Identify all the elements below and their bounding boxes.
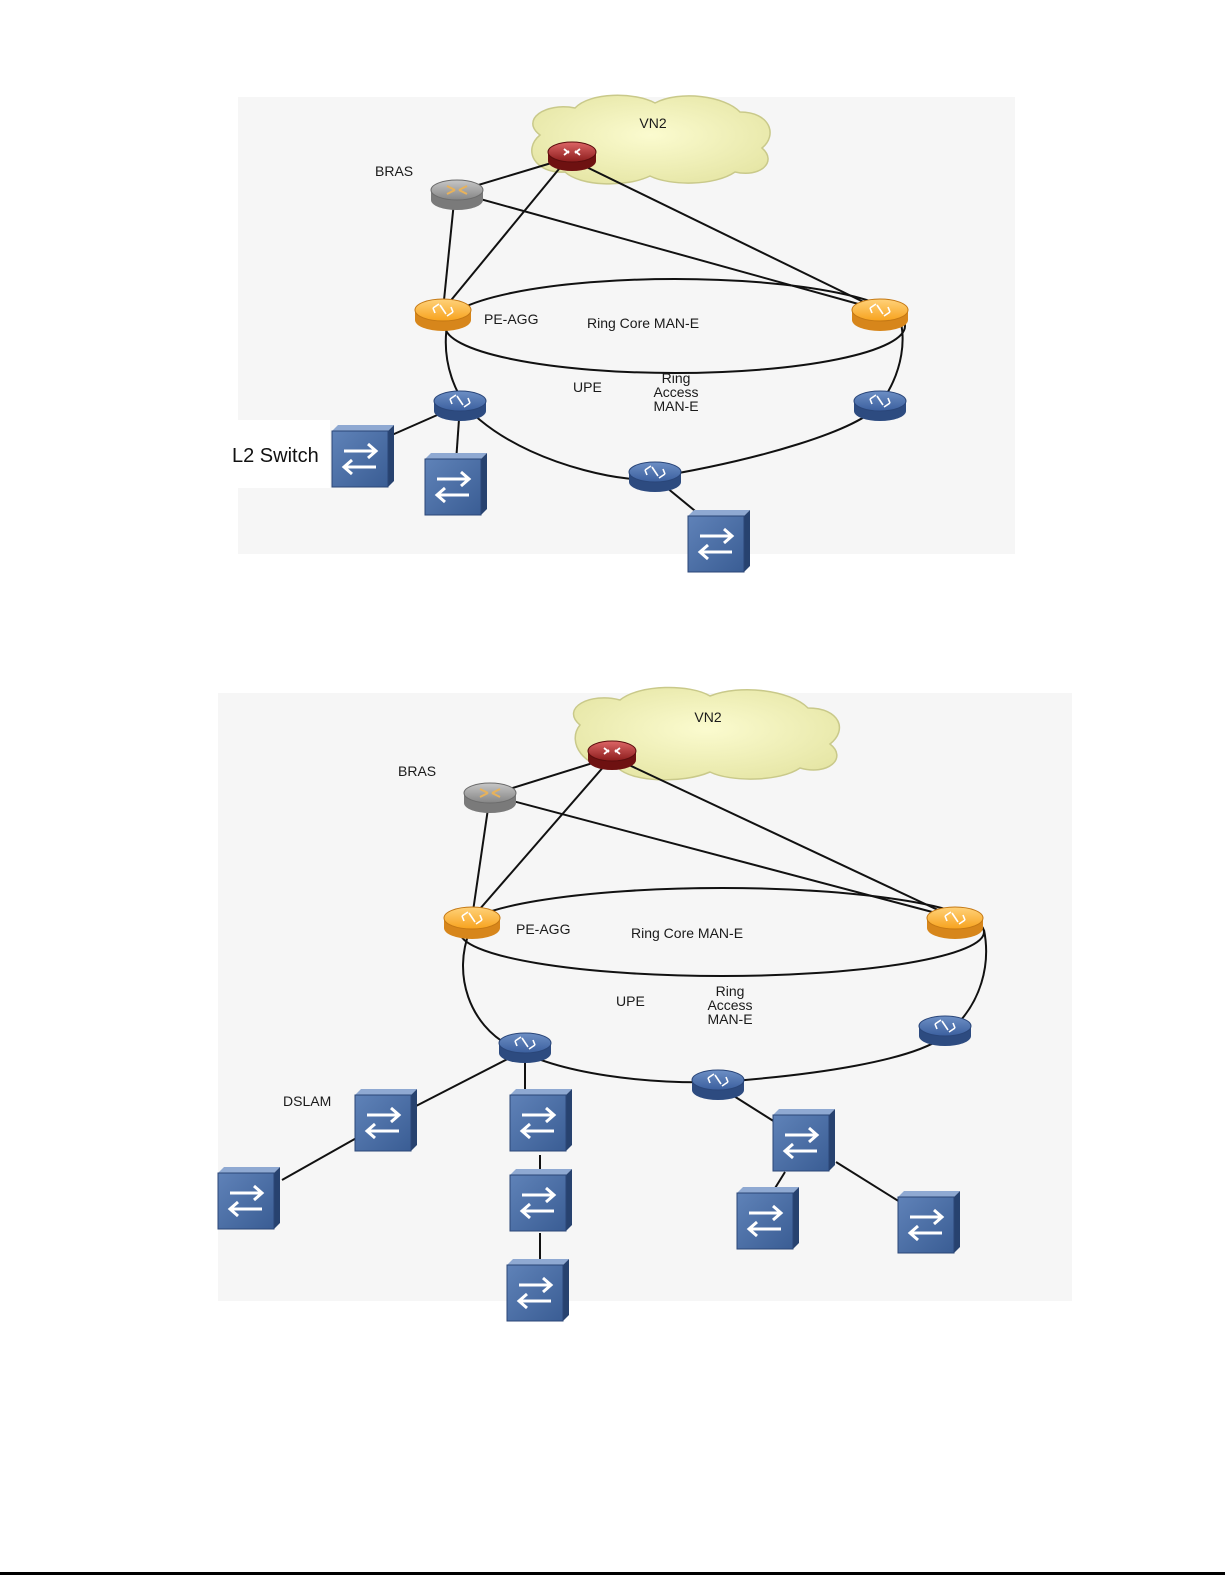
- cloud-label: VN2: [694, 709, 721, 725]
- dslam-label: DSLAM: [283, 1093, 331, 1109]
- upe-router-right-icon: [919, 1016, 971, 1046]
- upe-router-bottom-icon: [692, 1070, 744, 1100]
- switch-icon: [688, 510, 750, 572]
- ring-access-label-3: MAN-E: [707, 1011, 752, 1027]
- switch-icon: [218, 1167, 280, 1229]
- upe-router-right-icon: [854, 391, 906, 421]
- switch-icon: [773, 1109, 835, 1171]
- pe-agg-router-right-icon: [852, 299, 908, 331]
- pe-agg-label: PE-AGG: [516, 921, 570, 937]
- switch-icon: [510, 1169, 572, 1231]
- core-router-icon: [548, 142, 596, 171]
- upe-router-left-icon: [499, 1033, 551, 1063]
- bras-router-icon: [431, 180, 483, 210]
- ring-core-label: Ring Core MAN-E: [587, 315, 699, 331]
- pe-agg-router-left-icon: [444, 907, 500, 939]
- page-footer-rule: [0, 1572, 1225, 1575]
- upe-label: UPE: [616, 993, 645, 1009]
- pe-agg-router-right-icon: [927, 907, 983, 939]
- l2-switch-label: L2 Switch: [232, 445, 319, 467]
- bras-router-icon: [464, 783, 516, 813]
- pe-agg-router-left-icon: [415, 299, 471, 331]
- switch-icon: [507, 1259, 569, 1321]
- top-diagram: VN2 BRAS PE-AGG Rin: [226, 95, 908, 572]
- upe-router-left-icon: [434, 391, 486, 421]
- core-router-icon: [588, 741, 636, 770]
- cloud-label: VN2: [639, 115, 666, 131]
- switch-icon: [510, 1089, 572, 1151]
- bras-label: BRAS: [398, 763, 436, 779]
- dslam-switch-icon: [355, 1089, 417, 1151]
- switch-icon: [425, 453, 487, 515]
- upe-router-bottom-icon: [629, 462, 681, 492]
- switch-icon: [737, 1187, 799, 1249]
- switch-icon: [898, 1191, 960, 1253]
- ring-core-label: Ring Core MAN-E: [631, 925, 743, 941]
- bras-label: BRAS: [375, 163, 413, 179]
- ring-access-label-3: MAN-E: [653, 398, 698, 414]
- upe-label: UPE: [573, 379, 602, 395]
- pe-agg-label: PE-AGG: [484, 311, 538, 327]
- l2-switch-icon: [332, 425, 394, 487]
